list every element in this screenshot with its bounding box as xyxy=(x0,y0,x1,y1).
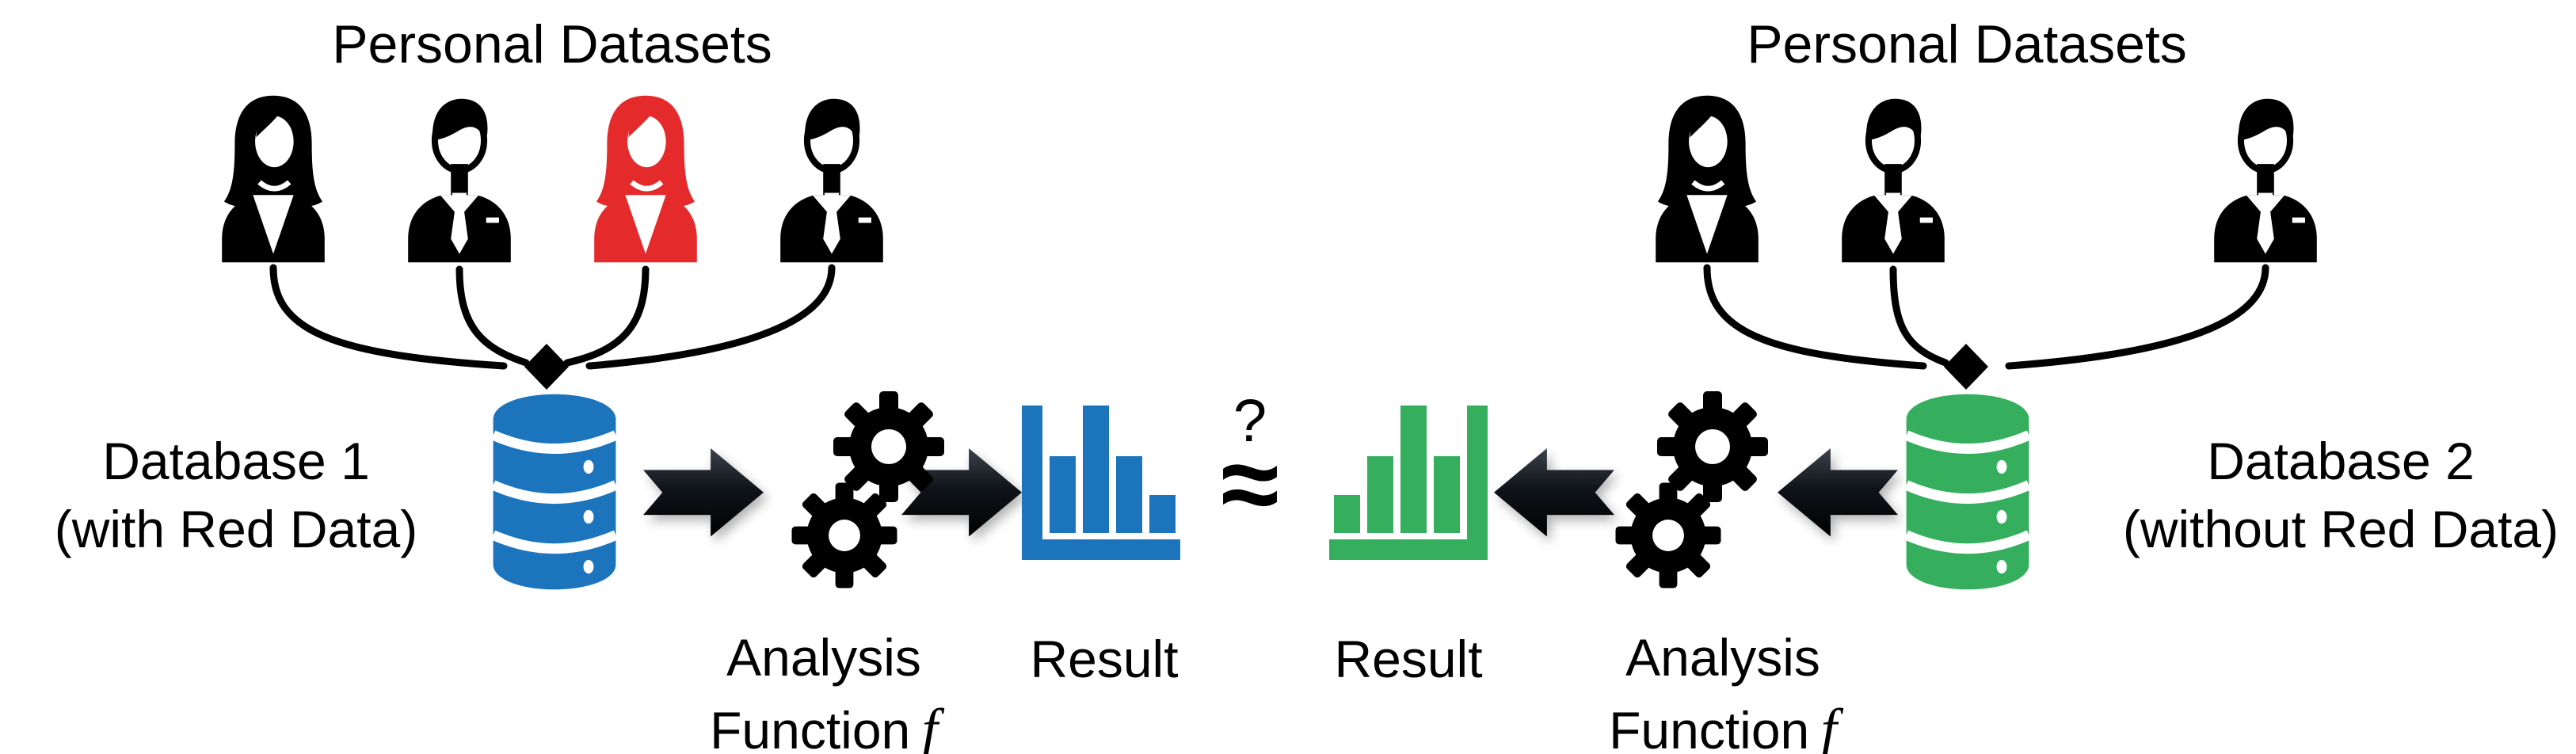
person-woman-icon xyxy=(209,93,337,265)
chart-bar xyxy=(1334,495,1360,533)
chart-bar xyxy=(1083,406,1109,533)
merge-curve xyxy=(455,265,530,367)
result-chart-blue-icon xyxy=(1022,406,1180,560)
merge-arrowhead-right-icon xyxy=(1944,344,1988,390)
chart-bar xyxy=(1050,456,1076,533)
analysis-gears-left-icon xyxy=(791,390,949,596)
chart-bar xyxy=(1149,495,1176,533)
analysis-label-line1: Analysis xyxy=(726,628,921,687)
database2-label: Database 2 (without Red Data) xyxy=(2123,428,2559,564)
person-woman-icon xyxy=(1643,93,1771,265)
person-man-icon xyxy=(395,93,524,265)
arrow-left-icon xyxy=(1494,448,1614,536)
result-label-right: Result xyxy=(1334,630,1483,688)
function-f-symbol: f xyxy=(921,696,938,754)
chart-bar xyxy=(1400,406,1427,533)
arrow-left-icon xyxy=(1778,448,1898,536)
analysis-label-line1: Analysis xyxy=(1625,628,1820,687)
merge-curve xyxy=(269,264,508,370)
merge-curve xyxy=(1703,264,1927,370)
arrow-right-icon xyxy=(643,448,764,536)
right-personal-datasets-title: Personal Datasets xyxy=(1747,14,2187,74)
person-man-icon xyxy=(768,93,896,265)
chart-axis xyxy=(1022,406,1180,560)
question-mark: ? xyxy=(1233,387,1267,455)
merge-curves-left xyxy=(269,264,836,370)
result-chart-green-icon xyxy=(1329,406,1488,560)
database1-icon xyxy=(486,390,623,594)
database2-icon xyxy=(1900,390,2036,594)
merge-curve xyxy=(1889,265,1949,367)
merge-arrowhead-left-icon xyxy=(524,344,569,390)
function-f-symbol: f xyxy=(1820,696,1837,754)
person-man-icon xyxy=(1829,93,1957,265)
merge-curve xyxy=(2005,264,2269,370)
database2-label-line1: Database 2 xyxy=(2207,432,2475,490)
chart-bar xyxy=(1116,456,1142,533)
merge-curve xyxy=(585,264,836,370)
approx-symbol: ≈ xyxy=(1221,425,1279,543)
merge-curves-right xyxy=(1703,264,2269,370)
database1-label-line2: (with Red Data) xyxy=(54,499,418,558)
database1-label: Database 1 (with Red Data) xyxy=(55,428,418,564)
chart-bar xyxy=(1434,456,1460,533)
analysis-gears-right-icon xyxy=(1614,390,1773,596)
chart-bars xyxy=(1334,406,1460,533)
chart-bars xyxy=(1050,406,1176,533)
merge-curve xyxy=(563,265,650,367)
result-label-left: Result xyxy=(1030,630,1179,688)
person-woman-red-icon xyxy=(581,93,710,265)
left-personal-datasets-title: Personal Datasets xyxy=(332,14,772,74)
chart-bar xyxy=(1367,456,1393,533)
database1-label-line1: Database 1 xyxy=(102,432,370,490)
database2-label-line2: (without Red Data) xyxy=(2122,499,2559,558)
chart-axis xyxy=(1329,406,1488,560)
person-man-icon xyxy=(2201,93,2330,265)
